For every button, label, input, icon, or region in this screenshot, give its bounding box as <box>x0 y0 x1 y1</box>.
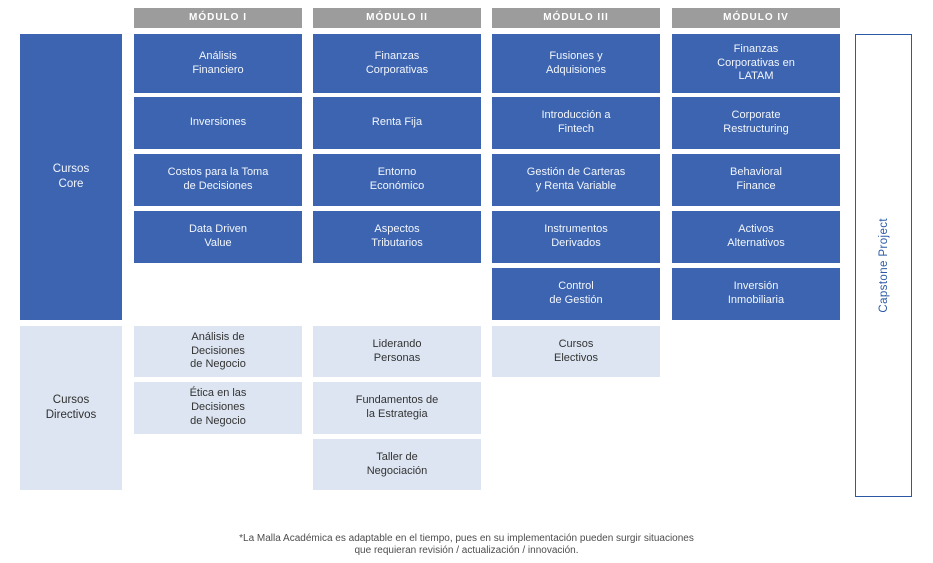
core-course-box: Activos Alternativos <box>672 211 840 263</box>
footnote: *La Malla Académica es adaptable en el t… <box>0 533 933 557</box>
directive-course-box: Análisis de Decisiones de Negocio <box>134 326 302 377</box>
core-course-box: Fusiones y Adquisiones <box>492 34 660 93</box>
core-course-box: Introducción a Fintech <box>492 97 660 149</box>
directive-course-box: Ética en las Decisiones de Negocio <box>134 382 302 434</box>
module-ii-header: MÓDULO II <box>313 8 481 28</box>
core-course-box: Análisis Financiero <box>134 34 302 93</box>
core-course-box: Renta Fija <box>313 97 481 149</box>
core-course-box: Gestión de Carteras y Renta Variable <box>492 154 660 206</box>
core-course-box: Control de Gestión <box>492 268 660 320</box>
core-course-box: Corporate Restructuring <box>672 97 840 149</box>
footnote-line1: *La Malla Académica es adaptable en el t… <box>239 533 694 544</box>
core-course-box: Data Driven Value <box>134 211 302 263</box>
directive-course-box: Liderando Personas <box>313 326 481 377</box>
capstone-project-box: Capstone Project <box>855 34 912 497</box>
directive-course-box: Fundamentos de la Estrategia <box>313 382 481 434</box>
cursos-core-label: Cursos Core <box>20 34 122 320</box>
module-iii-header: MÓDULO III <box>492 8 660 28</box>
core-course-box: Instrumentos Derivados <box>492 211 660 263</box>
directive-course-box: Cursos Electivos <box>492 326 660 377</box>
core-course-box: Inversiones <box>134 97 302 149</box>
directive-course-box: Taller de Negociación <box>313 439 481 490</box>
core-course-box: Costos para la Toma de Decisiones <box>134 154 302 206</box>
core-course-box: Behavioral Finance <box>672 154 840 206</box>
cursos-directivos-label: Cursos Directivos <box>20 326 122 490</box>
module-i-header: MÓDULO I <box>134 8 302 28</box>
capstone-project-label: Capstone Project <box>877 218 890 313</box>
module-iv-header: MÓDULO IV <box>672 8 840 28</box>
core-course-box: Inversión Inmobiliaria <box>672 268 840 320</box>
core-course-box: Finanzas Corporativas <box>313 34 481 93</box>
core-course-box: Entorno Económico <box>313 154 481 206</box>
core-course-box: Finanzas Corporativas en LATAM <box>672 34 840 93</box>
core-course-box: Aspectos Tributarios <box>313 211 481 263</box>
footnote-line2: que requieran revisión / actualización /… <box>354 545 579 556</box>
